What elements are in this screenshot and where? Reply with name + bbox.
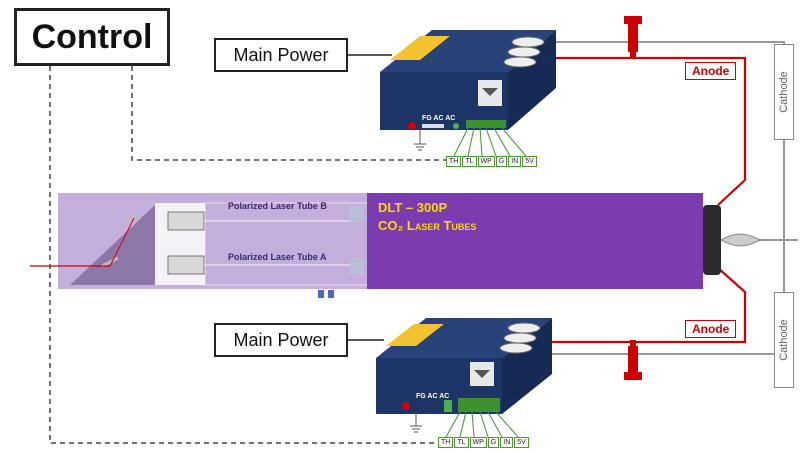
terminal-label: TH xyxy=(446,156,462,167)
terminal-label: WP xyxy=(469,437,487,448)
control-label: Control xyxy=(14,8,170,66)
power-supply-bottom xyxy=(376,318,552,414)
anode-plug-icon xyxy=(624,16,642,58)
connector-header-top: FG AC AC xyxy=(422,115,456,122)
terminal-label: G xyxy=(487,437,500,448)
anode-label-top: Anode xyxy=(685,62,737,80)
cathode-label-bottom: Cathode xyxy=(774,292,794,388)
main-power-label-bottom: Main Power xyxy=(214,323,348,357)
main-power-label-top: Main Power xyxy=(214,38,348,72)
anode-plug-icon xyxy=(624,340,642,380)
terminal-block-bottom: TH TL WP G IN 5V xyxy=(438,437,529,448)
terminal-block-top: TH TL WP G IN 5V xyxy=(446,156,537,167)
control-signal-lines xyxy=(49,66,448,444)
terminal-label: TL xyxy=(454,437,469,448)
anode-label-bottom: Anode xyxy=(685,320,737,338)
terminal-label: TH xyxy=(438,437,454,448)
cathode-text: Cathode xyxy=(778,71,790,113)
laser-tube-assembly xyxy=(30,193,762,298)
tube-b-label: Polarized Laser Tube B xyxy=(228,201,327,211)
terminal-label: WP xyxy=(477,156,495,167)
tube-a-label: Polarized Laser Tube A xyxy=(228,252,327,262)
terminal-label: IN xyxy=(500,437,514,448)
ground-icon xyxy=(410,425,422,433)
connector-header-bottom: FG AC AC xyxy=(416,393,450,400)
terminal-label: IN xyxy=(508,156,522,167)
terminal-label: 5V xyxy=(522,156,537,167)
terminal-label: TL xyxy=(462,156,477,167)
terminal-label: G xyxy=(495,156,508,167)
cathode-text: Cathode xyxy=(778,319,790,361)
ground-icon xyxy=(414,143,426,151)
tube-title: CO₂ Laser Tubes xyxy=(378,218,477,233)
power-supply-top xyxy=(380,30,556,130)
cathode-label-top: Cathode xyxy=(774,44,794,140)
terminal-wires xyxy=(453,127,527,157)
terminal-label: 5V xyxy=(514,437,529,448)
tube-model: DLT – 300P xyxy=(378,200,448,215)
terminal-wires xyxy=(445,411,519,438)
anode-wires xyxy=(548,56,747,344)
